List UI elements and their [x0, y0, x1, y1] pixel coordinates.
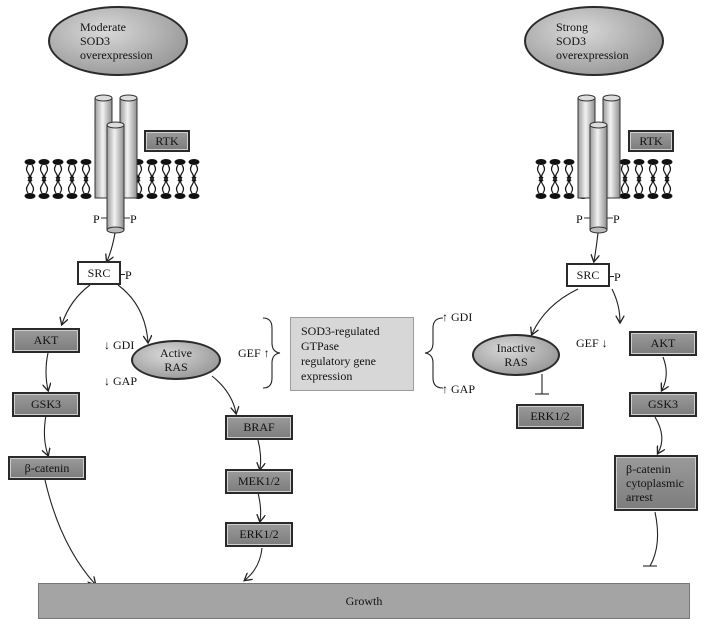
left-src-box: SRC	[77, 261, 121, 285]
active-ras-label: Active RAS	[160, 346, 192, 374]
left-src-label: SRC	[87, 265, 111, 280]
left-catenin-label: β-catenin	[24, 460, 70, 475]
left-receptor	[94, 94, 138, 234]
left-gap-label: ↓ GAP	[104, 374, 138, 388]
left-akt-box: AKT	[12, 328, 80, 353]
sod3-gene-expression-label: SOD3-regulated GTPase regulatory gene ex…	[301, 324, 380, 383]
right-receptor	[577, 94, 621, 234]
right-catenin-label: β-catenin cytoplasmic arrest	[626, 462, 684, 504]
moderate-sod3-label: Moderate SOD3 overexpression	[80, 20, 153, 62]
right-erk-label: ERK1/2	[530, 409, 570, 423]
left-catenin-box: β-catenin	[8, 456, 86, 480]
center-gdi-label: ↑ GDI	[442, 310, 473, 324]
right-arrows	[532, 232, 666, 567]
right-gef-label: GEF ↓	[576, 336, 608, 350]
right-rtk-box: RTK	[628, 130, 674, 152]
braces	[262, 317, 444, 389]
right-src-box: SRC	[566, 263, 610, 287]
inactive-ras-ellipse: Inactive RAS	[472, 334, 560, 376]
mek-label: MEK1/2	[238, 474, 280, 488]
growth-bar: Growth	[38, 583, 690, 619]
right-src-phospho: P	[614, 270, 621, 284]
left-phospho-left: P	[93, 212, 100, 226]
left-erk-label: ERK1/2	[239, 527, 279, 541]
sod3-gene-expression-box: SOD3-regulated GTPase regulatory gene ex…	[290, 317, 414, 391]
left-rtk-label: RTK	[155, 133, 179, 148]
right-erk-box: ERK1/2	[516, 404, 584, 429]
left-gsk3-label: GSK3	[30, 397, 61, 411]
right-src-phospho-tick	[609, 276, 614, 277]
braf-label: BRAF	[243, 420, 275, 434]
center-gef-label: GEF ↑	[238, 346, 270, 360]
right-catenin-box: β-catenin cytoplasmic arrest	[614, 455, 698, 511]
left-src-phospho: P	[125, 268, 132, 282]
right-akt-label: AKT	[650, 336, 676, 350]
right-gsk3-box: GSK3	[629, 392, 697, 417]
strong-sod3-ellipse: Strong SOD3 overexpression	[524, 6, 664, 76]
right-rtk-label: RTK	[639, 133, 663, 148]
strong-sod3-label: Strong SOD3 overexpression	[556, 20, 629, 62]
left-phospho-right: P	[130, 212, 137, 226]
right-gsk3-label: GSK3	[647, 397, 678, 411]
center-gap-label: ↑ GAP	[442, 382, 476, 396]
right-phospho-left: P	[576, 212, 583, 226]
moderate-sod3-ellipse: Moderate SOD3 overexpression	[48, 6, 188, 76]
left-arrows	[44, 232, 262, 584]
braf-box: BRAF	[225, 415, 293, 440]
right-phospho-right: P	[613, 212, 620, 226]
right-akt-box: AKT	[629, 331, 697, 356]
growth-label: Growth	[345, 593, 383, 608]
inactive-ras-label: Inactive RAS	[496, 341, 536, 369]
left-src-phospho-tick	[120, 274, 125, 275]
mek-box: MEK1/2	[225, 469, 293, 494]
left-akt-label: AKT	[33, 333, 59, 347]
right-src-label: SRC	[576, 267, 600, 282]
left-gdi-label: ↓ GDI	[104, 338, 135, 352]
left-rtk-box: RTK	[144, 130, 190, 152]
active-ras-ellipse: Active RAS	[131, 340, 221, 380]
left-erk-box: ERK1/2	[225, 522, 293, 547]
left-gsk3-box: GSK3	[12, 392, 80, 417]
